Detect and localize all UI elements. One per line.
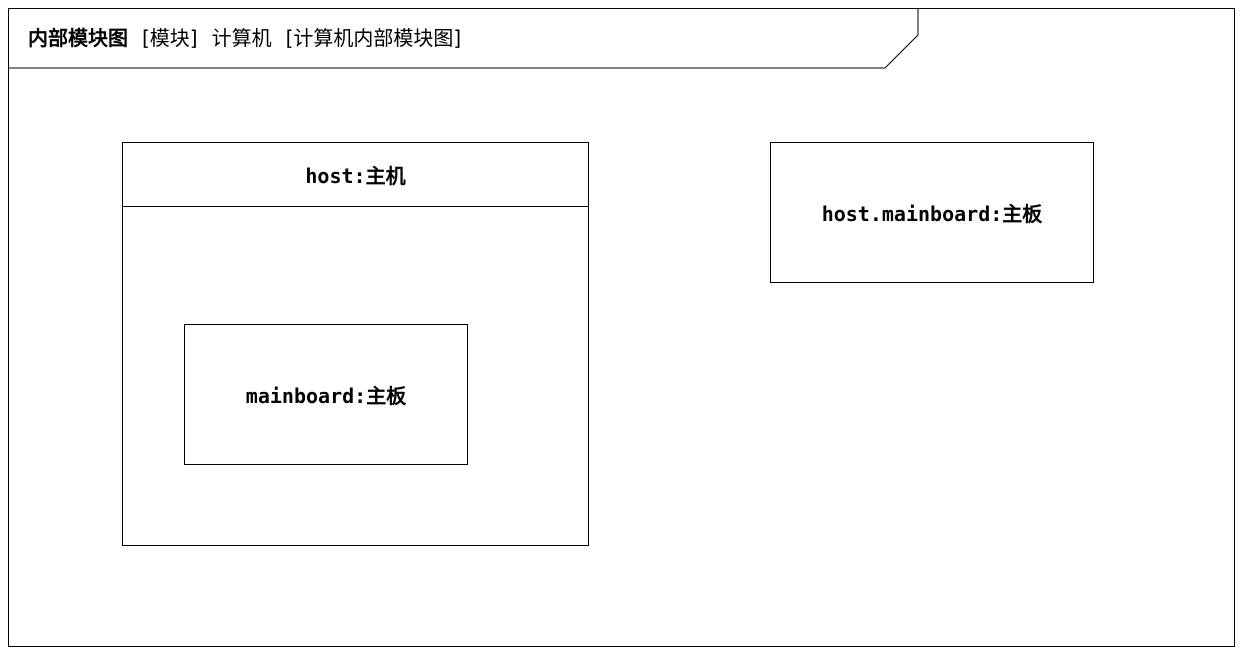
host-block-label: host:主机 — [305, 164, 406, 188]
host-block-header: host:主机 — [123, 143, 588, 207]
frame-element-name: 计算机 — [211, 26, 272, 50]
frame-element-type: [模块] — [142, 26, 198, 50]
host-mainboard-part[interactable]: host.mainboard:主板 — [770, 142, 1094, 283]
frame-kind: 内部模块图 — [28, 26, 128, 50]
mainboard-part-label: mainboard:主板 — [245, 384, 407, 408]
frame-diagram-name: [计算机内部模块图] — [285, 26, 462, 50]
host-mainboard-part-label: host.mainboard:主板 — [821, 202, 1043, 226]
mainboard-part[interactable]: mainboard:主板 — [184, 324, 468, 465]
frame-title: 内部模块图 [模块] 计算机 [计算机内部模块图] — [28, 25, 461, 51]
